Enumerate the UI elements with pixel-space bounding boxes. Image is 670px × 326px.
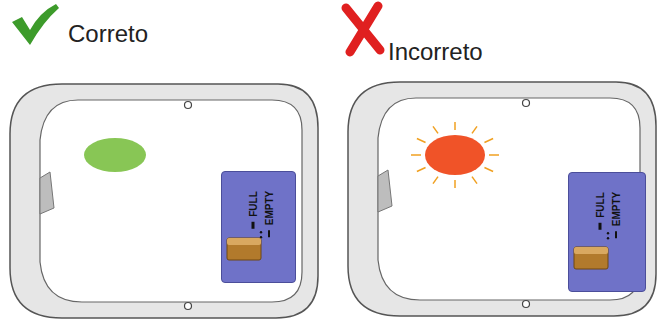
fill-indicator-panel: FULL EMPTY xyxy=(221,171,296,283)
check-mark xyxy=(12,4,59,45)
status-label: Correto xyxy=(68,20,148,48)
scale-label: FULL xyxy=(595,192,606,218)
scale-label: FULL xyxy=(248,191,259,217)
device-body xyxy=(10,84,318,318)
scale-label: EMPTY xyxy=(611,192,622,226)
red-light xyxy=(411,122,499,188)
fill-indicator-panel: FULL EMPTY xyxy=(568,172,646,292)
slider-drawing xyxy=(569,173,645,291)
status-label: Incorreto xyxy=(388,38,483,66)
device-body xyxy=(348,82,656,316)
cross-mark xyxy=(346,6,380,52)
scale-label: EMPTY xyxy=(264,191,275,225)
green-light xyxy=(84,138,146,172)
slider-drawing xyxy=(222,172,295,282)
